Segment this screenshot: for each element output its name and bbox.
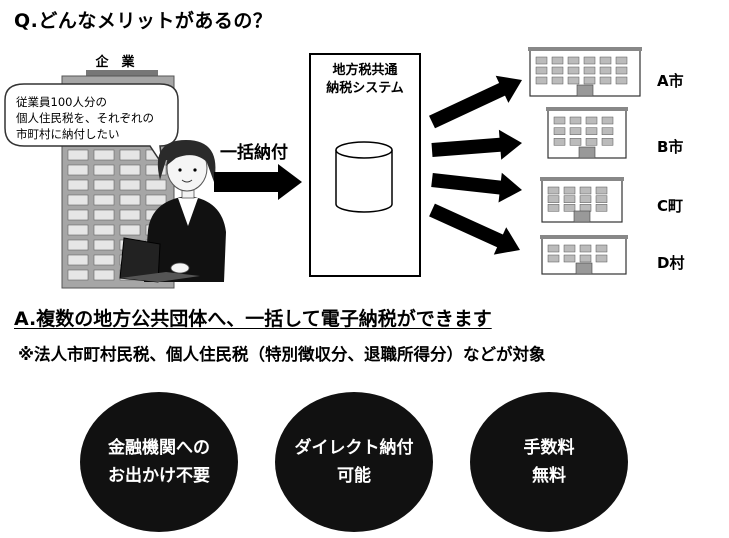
benefit-3-line-2: 無料 [532, 466, 566, 486]
database-icon [335, 141, 393, 213]
bubble-line-2: 個人住民税を、それぞれの [16, 111, 154, 125]
city-label-a: A市 [657, 72, 684, 90]
city-building-icon [528, 47, 642, 97]
arrow-icon [431, 129, 522, 160]
question-heading: Q.どんなメリットがあるの？ [14, 10, 273, 32]
speech-bubble: 従業員100人分の 個人住民税を、それぞれの 市町村に納付したい [4, 83, 179, 165]
bubble-line-1: 従業員100人分の [16, 95, 107, 109]
office-worker-icon [144, 140, 226, 282]
benefit-1-line-2: お出かけ不要 [108, 466, 210, 486]
system-label-line-1: 地方税共通 [332, 62, 397, 78]
company-label: 企 業 [94, 54, 135, 70]
benefit-3-line-1: 手数料 [523, 438, 575, 458]
system-label-line-2: 納税システム [326, 80, 404, 96]
city-building-icon [546, 107, 628, 159]
arrow-icon [431, 172, 522, 203]
city-building-icon [540, 235, 628, 275]
benefit-2-line-1: ダイレクト納付 [294, 438, 414, 458]
laptop-icon [119, 237, 200, 283]
target-taxes-note: ※法人市町村民税、個人住民税（特別徴収分、退職所得分）などが対象 [18, 345, 546, 364]
benefit-no-bank-visit: 金融機関への お出かけ不要 [80, 392, 238, 532]
arrow-icon [429, 203, 520, 255]
city-label-d: D村 [657, 254, 685, 272]
benefit-direct-payment: ダイレクト納付 可能 [275, 392, 433, 532]
benefit-1-line-1: 金融機関への [108, 438, 210, 458]
city-label-b: B市 [657, 138, 684, 156]
arrow-icon [429, 75, 522, 129]
city-label-c: C町 [657, 197, 684, 215]
bubble-line-3: 市町村に納付したい [16, 127, 120, 141]
arrow-icon [214, 164, 302, 200]
bulk-payment-label: 一括納付 [220, 142, 288, 163]
answer-heading: A.複数の地方公共団体へ、一括して電子納税ができます [14, 308, 492, 330]
benefit-2-line-2: 可能 [337, 466, 371, 486]
flow-diagram: 企 業 従業員100人分の 個人住民税を、それぞれの 市町村に納付したい 一括納… [4, 47, 642, 289]
city-building-icon [540, 177, 624, 223]
benefit-no-fee: 手数料 無料 [470, 392, 628, 532]
